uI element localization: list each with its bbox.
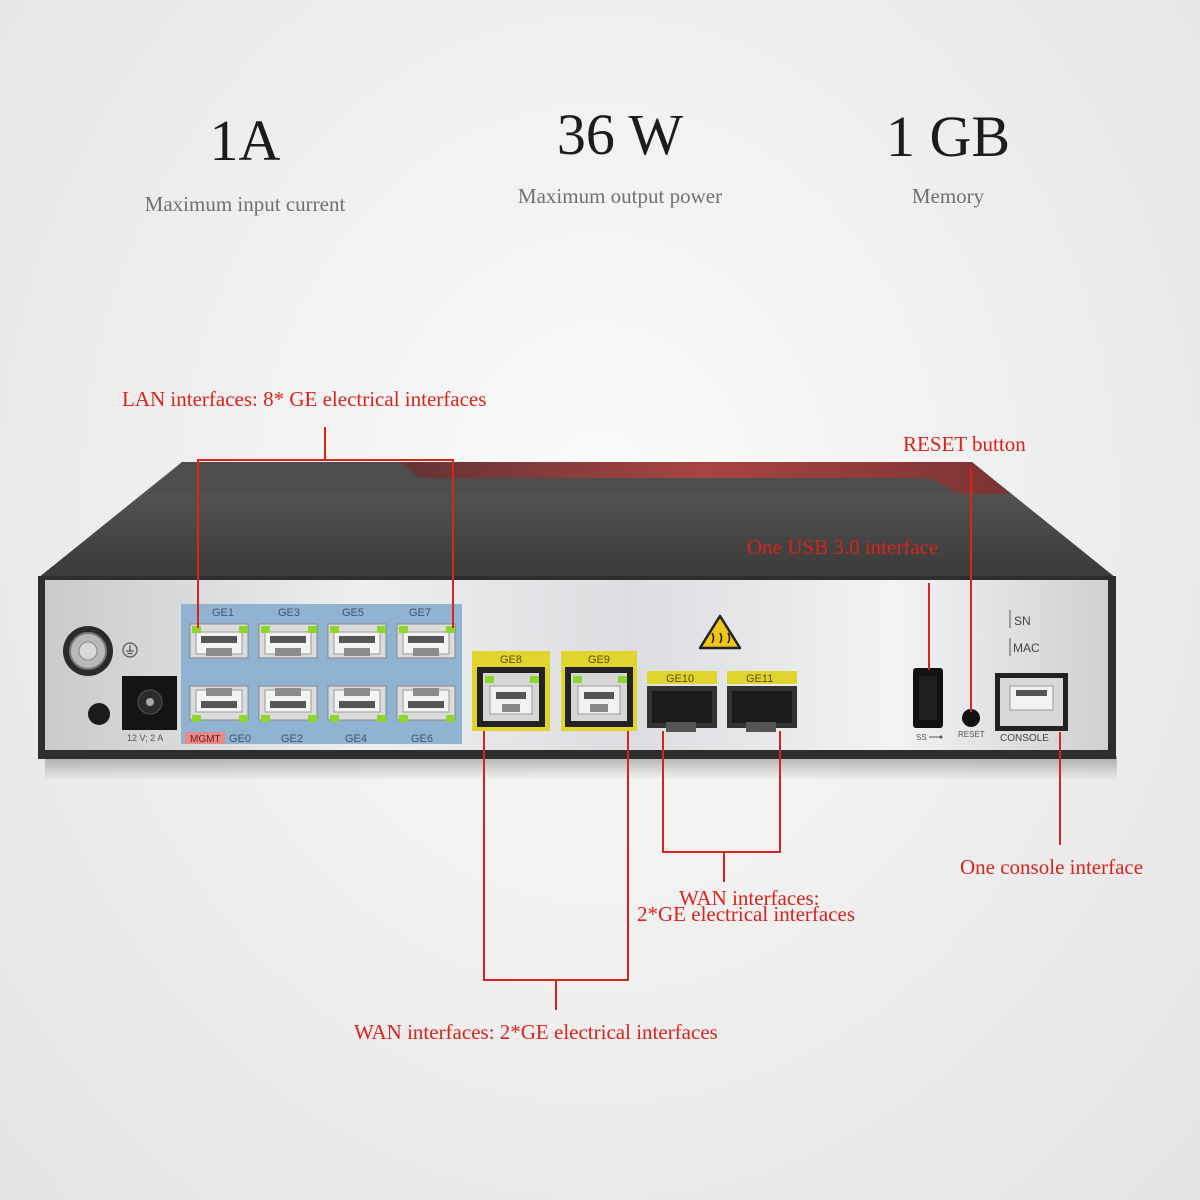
reset-button[interactable] <box>962 709 980 727</box>
wan-led-group <box>485 676 627 683</box>
spec-output-power: 36 W Maximum output power <box>440 106 800 209</box>
spec-label: Memory <box>911 184 985 208</box>
ground-screw-icon <box>63 626 113 676</box>
led <box>330 715 339 722</box>
port-label-ge10: GE10 <box>666 673 694 685</box>
led <box>308 715 317 722</box>
usb-icon <box>929 735 943 739</box>
led <box>573 676 582 683</box>
lan-port-ge0[interactable] <box>189 685 249 721</box>
spec-value: 1 GB <box>885 104 1011 169</box>
port-label-ge3: GE3 <box>278 607 300 619</box>
lan-port-ge2[interactable] <box>258 685 318 721</box>
led <box>399 715 408 722</box>
port-label-ge7: GE7 <box>409 607 431 619</box>
sfp-label-panel-ge10 <box>647 671 717 684</box>
led <box>446 715 455 722</box>
port-label-ge6: GE6 <box>411 733 433 745</box>
spec-input-current: 1A Maximum input current <box>65 112 425 217</box>
power-rating: 12 V; 2 A <box>127 733 163 743</box>
dc-power-jack <box>122 676 177 730</box>
led <box>308 626 317 633</box>
port-label-ge4: GE4 <box>345 733 367 745</box>
console-port[interactable] <box>995 673 1068 731</box>
spec-label: Maximum input current <box>144 192 346 216</box>
hot-surface-warning-icon <box>698 614 742 650</box>
ground-symbol-icon <box>122 642 138 658</box>
port-label-ge5: GE5 <box>342 607 364 619</box>
port-label-ge8: GE8 <box>500 654 522 666</box>
led <box>530 676 539 683</box>
spec-value: 1A <box>209 108 281 173</box>
led <box>618 676 627 683</box>
port-label-ge2: GE2 <box>281 733 303 745</box>
usb-label: SS <box>916 733 927 742</box>
port-label-ge9: GE9 <box>588 654 610 666</box>
usb-3-port[interactable] <box>913 668 943 728</box>
mac-label: MAC <box>1013 641 1040 655</box>
console-callout: One console interface <box>960 855 1144 879</box>
spec-memory: 1 GB Memory <box>768 108 1128 209</box>
led <box>192 626 201 633</box>
led <box>239 626 248 633</box>
led <box>261 715 270 722</box>
sfp-port-ge10[interactable] <box>647 686 717 732</box>
mgmt-badge <box>185 732 225 744</box>
lan-callout: LAN interfaces: 8* GE electrical interfa… <box>122 387 487 411</box>
led <box>239 715 248 722</box>
lan-port-ge4[interactable] <box>327 685 387 721</box>
led <box>446 626 455 633</box>
port-label-ge0: GE0 <box>229 733 251 745</box>
lan-led-group <box>192 626 455 722</box>
wan-rj45-callout: WAN interfaces: 2*GE electrical interfac… <box>354 1020 718 1044</box>
wan-sfp-leader <box>662 731 781 853</box>
led <box>377 715 386 722</box>
spec-label: Maximum output power <box>517 184 723 208</box>
led <box>485 676 494 683</box>
sfp-label-panel-ge11 <box>727 671 797 684</box>
power-switch[interactable] <box>88 703 110 725</box>
led <box>192 715 201 722</box>
usb-callout: One USB 3.0 interface <box>747 535 939 559</box>
port-label-ge11: GE11 <box>746 673 773 685</box>
reset-callout: RESET button <box>903 432 1026 456</box>
sfp-port-ge11[interactable] <box>727 686 797 732</box>
led <box>377 626 386 633</box>
led <box>330 626 339 633</box>
reset-label: RESET <box>958 730 985 739</box>
callout-lines <box>197 427 1061 1010</box>
port-label-ge1: GE1 <box>212 607 234 619</box>
spec-value: 36 W <box>556 102 684 167</box>
led <box>399 626 408 633</box>
wan-sfp-callout-line1: WAN interfaces: <box>679 886 820 910</box>
wan-sfp-callout-line2: 2*GE electrical interfaces <box>637 902 856 926</box>
console-label: CONSOLE <box>1000 733 1049 744</box>
led <box>261 626 270 633</box>
sn-label: SN <box>1014 614 1031 628</box>
mgmt-label: MGMT <box>190 734 221 745</box>
lan-port-ge6[interactable] <box>396 685 456 721</box>
